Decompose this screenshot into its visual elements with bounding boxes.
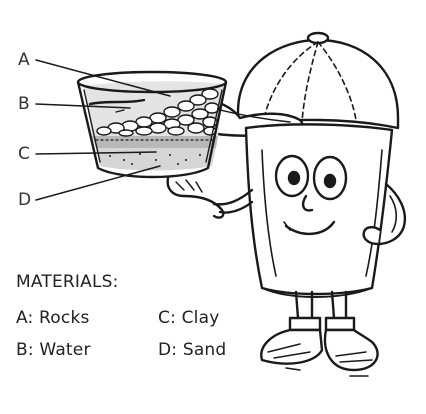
leader-c xyxy=(35,151,157,155)
leader-d xyxy=(35,165,161,201)
material-rocks: A: Rocks xyxy=(16,308,90,328)
glass-beaker-icon xyxy=(76,70,228,179)
label-c: C xyxy=(18,144,30,164)
material-water: B: Water xyxy=(16,340,91,360)
label-a: A xyxy=(18,50,30,70)
sneakers xyxy=(260,328,379,377)
leader-b xyxy=(35,103,131,109)
material-sand: D: Sand xyxy=(158,340,227,360)
left-arm xyxy=(166,176,254,219)
face xyxy=(274,154,348,235)
materials-heading: MATERIALS: xyxy=(16,272,119,292)
right-arm xyxy=(362,182,407,246)
label-d: D xyxy=(18,190,32,210)
legs xyxy=(288,290,356,332)
material-clay: C: Clay xyxy=(158,308,220,328)
layer-rocks xyxy=(96,88,220,137)
cup-character xyxy=(244,123,394,298)
label-b: B xyxy=(18,94,30,114)
leader-a xyxy=(35,59,171,97)
layer-clay xyxy=(92,136,218,148)
